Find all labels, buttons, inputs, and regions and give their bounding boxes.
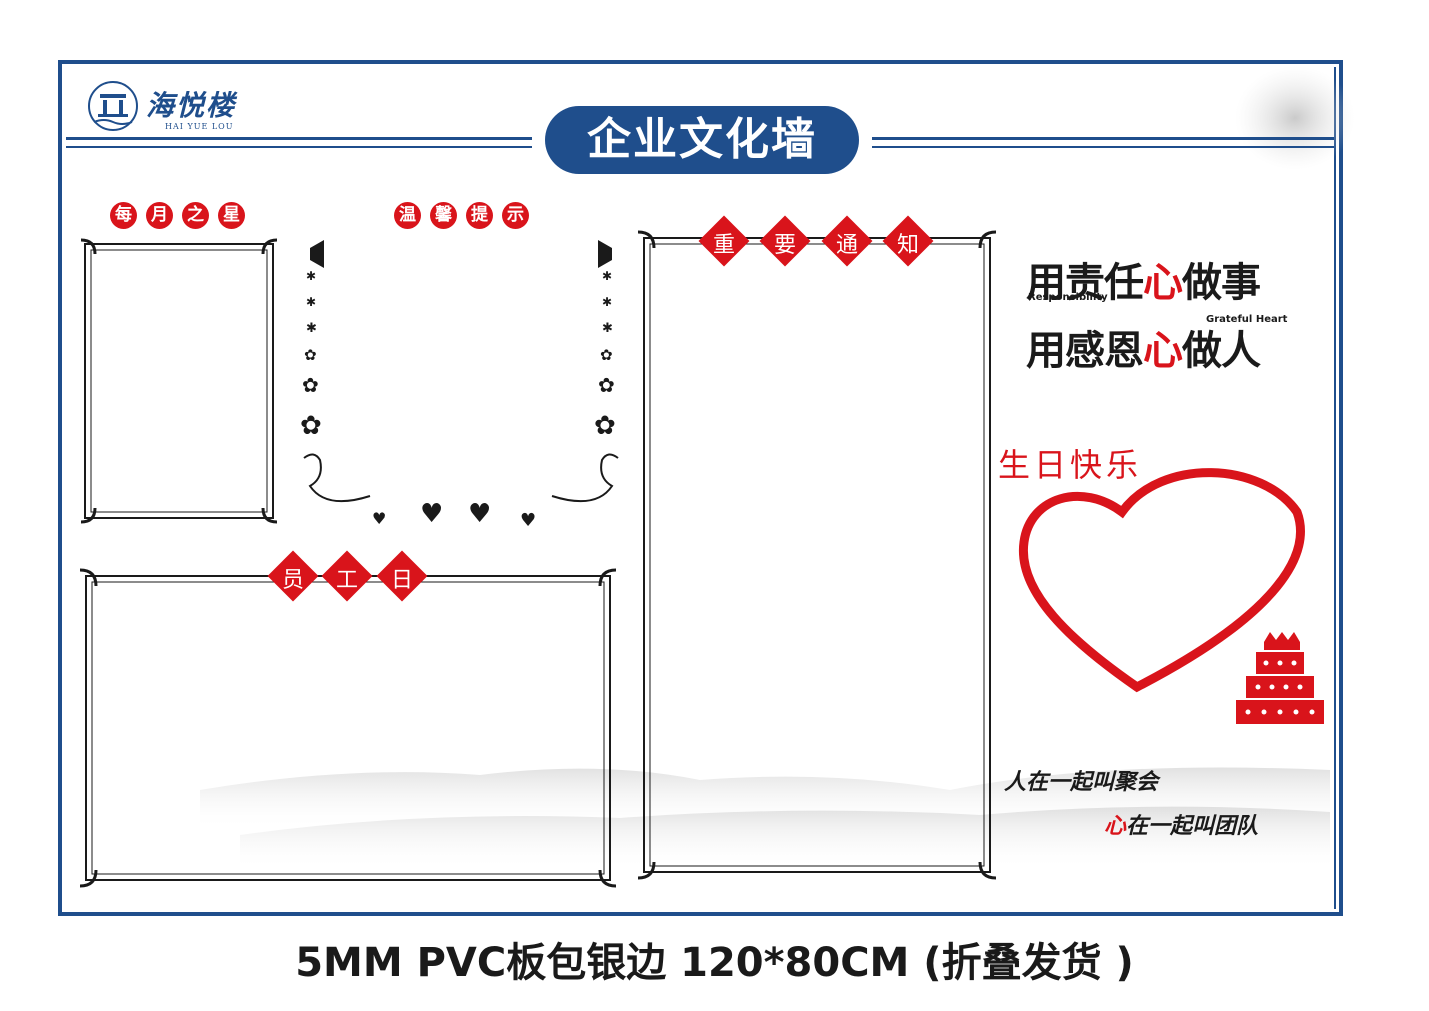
svg-text:♥: ♥ (420, 499, 443, 528)
svg-text:✱: ✱ (602, 321, 613, 336)
staff-day-frame (79, 568, 617, 888)
notice-label-char: 知 (896, 233, 919, 258)
logo-subtitle: HAI YUE LOU (165, 122, 234, 131)
star-label-char: 月 (146, 202, 173, 229)
tips-label-char: 示 (502, 202, 529, 229)
slogan-line2-b: 做人 (1182, 328, 1261, 374)
tips-label-char: 温 (394, 202, 421, 229)
slogan-line2-a: 用感恩 (1026, 328, 1144, 374)
birthday-heart-icon (1018, 468, 1305, 693)
star-of-month-frame (80, 238, 278, 524)
staff-label-char: 日 (390, 568, 413, 593)
slogan-line1-heart: 心 (1143, 260, 1183, 306)
svg-text:♥: ♥ (520, 510, 536, 528)
slogan-line1-b: 做事 (1182, 260, 1261, 306)
svg-text:✱: ✱ (306, 295, 316, 309)
title-rule-right (872, 137, 1334, 140)
notice-label-char: 重 (712, 233, 735, 258)
svg-text:♥: ♥ (468, 499, 491, 528)
slogan-line1-a: 用责任 (1026, 260, 1144, 306)
notice-frame (637, 230, 997, 880)
svg-text:♥: ♥ (372, 509, 386, 528)
motto-team: 心在一起叫团队 (1104, 808, 1258, 840)
logo-icon (88, 81, 138, 131)
svg-text:✱: ✱ (602, 269, 612, 283)
staff-label-char: 员 (281, 568, 304, 593)
tips-label-char: 提 (466, 202, 493, 229)
motto-gathering: 人在一起叫聚会 (1004, 769, 1159, 795)
slogan-line1-en: Responsibility (1028, 292, 1108, 303)
svg-text:✿: ✿ (600, 346, 613, 364)
svg-text:✱: ✱ (602, 295, 612, 309)
svg-text:✿: ✿ (304, 346, 317, 364)
slogan-line2-heart: 心 (1143, 328, 1183, 374)
slogan-gratitude: 用感恩心做人 (1026, 318, 1261, 376)
birthday-title: 生日快乐 (998, 446, 1143, 484)
svg-text:✱: ✱ (306, 321, 317, 336)
svg-text:✿: ✿ (594, 411, 616, 441)
motto-heart: 心 (1104, 813, 1127, 839)
slogan-responsibility: 用责任心做事 (1026, 250, 1261, 308)
motto-team-text: 在一起叫团队 (1126, 813, 1259, 839)
logo-name: 海悦楼 (146, 89, 237, 122)
title-rule-right-thin (872, 146, 1334, 148)
svg-text:✱: ✱ (306, 269, 316, 283)
board-inner-line (1334, 67, 1336, 909)
product-caption: 5MM PVC板包银边 120*80CM (折叠发货 ) (295, 940, 1134, 986)
page-title: 企业文化墙 (545, 106, 859, 174)
tips-label-char: 馨 (430, 202, 457, 229)
star-label-char: 星 (218, 202, 245, 229)
svg-text:✿: ✿ (302, 373, 319, 397)
slogan-line2-en: Grateful Heart (1206, 314, 1288, 325)
notice-label-char: 通 (835, 233, 858, 258)
tips-decoration: ✱ ✱ ✱ ✿ ✿ ✿ ✱ ✱ ✱ ✿ ✿ ✿ ♥ ♥ ♥ ♥ (300, 240, 619, 528)
title-rule-left-thin (66, 146, 532, 148)
notice-label-char: 要 (773, 233, 796, 258)
staff-label-char: 工 (335, 568, 358, 593)
star-label-char: 每 (110, 202, 137, 229)
svg-text:✿: ✿ (300, 411, 322, 441)
star-label-char: 之 (182, 202, 209, 229)
cake-icon (1236, 632, 1324, 724)
svg-text:✿: ✿ (598, 373, 615, 397)
title-rule-left (66, 137, 532, 140)
